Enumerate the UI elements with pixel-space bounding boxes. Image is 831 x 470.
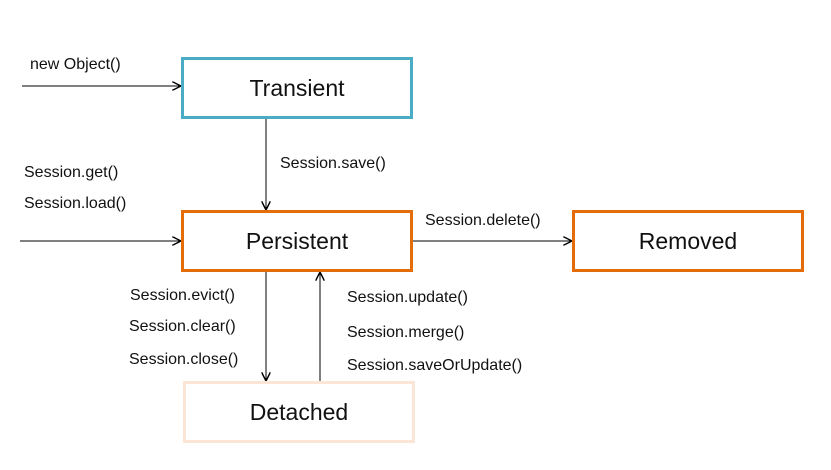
- label-new-object: new Object(): [30, 56, 121, 73]
- label-session-save: Session.save(): [280, 155, 386, 172]
- label-session-update: Session.update(): [347, 289, 468, 306]
- label-session-save-or-update: Session.saveOrUpdate(): [347, 357, 523, 374]
- label-session-close: Session.close(): [129, 351, 239, 368]
- label-session-get: Session.get(): [24, 164, 119, 181]
- state-persistent: Persistent: [181, 210, 413, 272]
- label-session-evict: Session.evict(): [130, 287, 235, 304]
- state-removed: Removed: [572, 210, 804, 272]
- label-session-clear: Session.clear(): [129, 318, 236, 335]
- label-session-delete: Session.delete(): [425, 212, 541, 229]
- label-session-merge: Session.merge(): [347, 324, 465, 341]
- state-transient: Transient: [181, 57, 413, 119]
- state-detached: Detached: [183, 381, 415, 443]
- label-session-load: Session.load(): [24, 195, 127, 212]
